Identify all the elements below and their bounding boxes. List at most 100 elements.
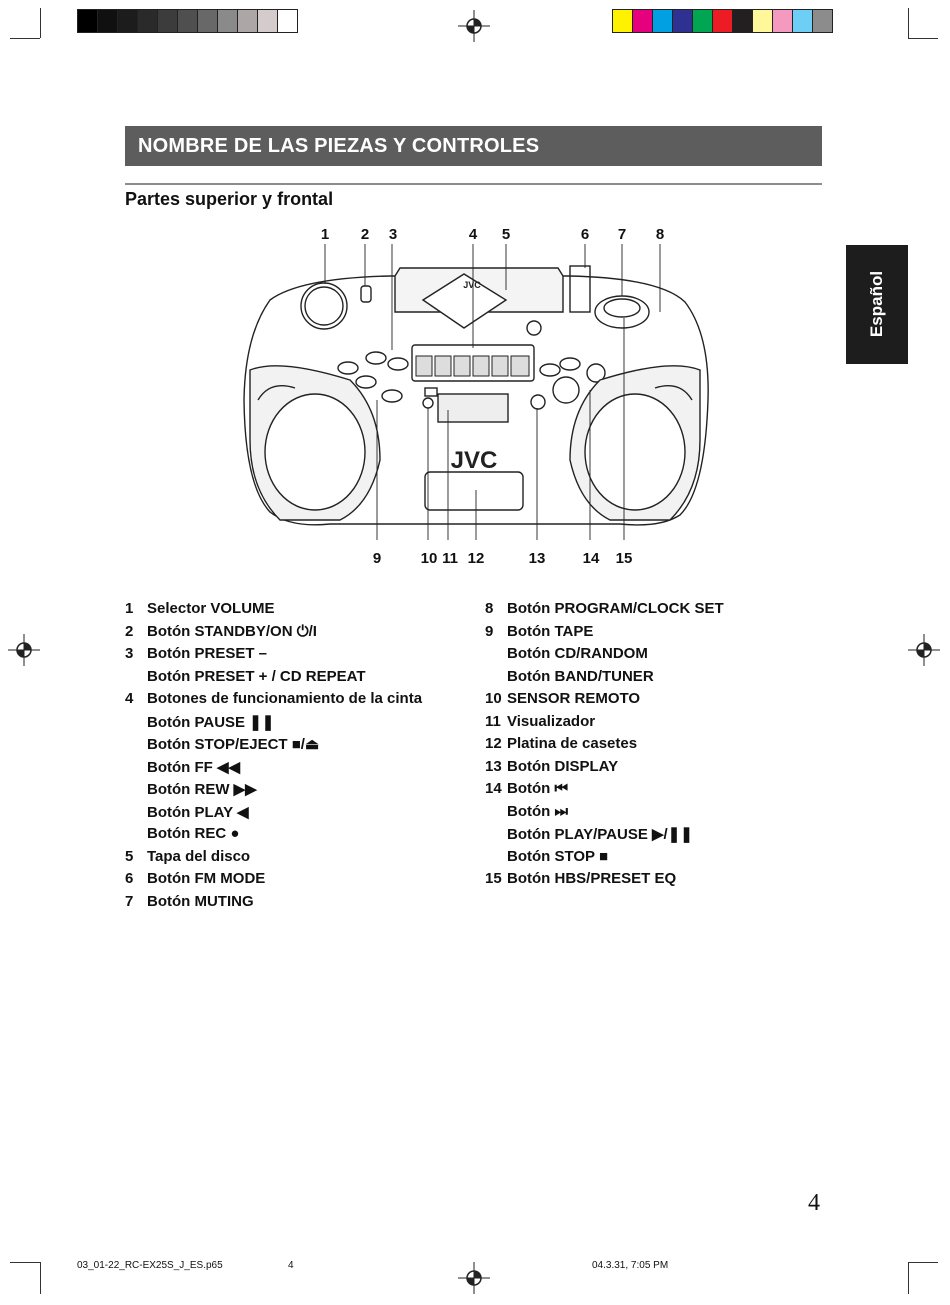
- color-swatch: [613, 10, 633, 32]
- item-text: Botón PRESET + / CD REPEAT: [147, 667, 366, 685]
- item-text: Botón STOP/EJECT ■/⏏: [147, 736, 320, 753]
- item-text: Botón PAUSE ❚❚: [147, 713, 275, 731]
- left-speaker: [249, 365, 381, 521]
- color-swatch: [753, 10, 773, 32]
- color-swatch: [793, 10, 813, 32]
- item-text: Botón PLAY ◀: [147, 803, 249, 821]
- color-swatch: [78, 10, 98, 32]
- leader-lines: [324, 244, 661, 540]
- item-text: Botón HBS/PRESET EQ: [507, 870, 677, 887]
- crop-mark: [908, 38, 938, 39]
- item-number: 5: [125, 847, 134, 865]
- item-text: Botón PRESET –: [147, 645, 268, 662]
- item-text: Botón CD/RANDOM: [507, 645, 648, 662]
- cd-buttons: [530, 357, 606, 410]
- section-banner: NOMBRE DE LAS PIEZAS Y CONTROLES: [125, 126, 822, 166]
- item-number: 14: [485, 780, 502, 797]
- language-tab: Español: [846, 245, 908, 364]
- item-text: Selector VOLUME: [147, 600, 275, 617]
- program-button: [594, 295, 650, 329]
- callout-number: 6: [580, 226, 590, 243]
- item-number: 11: [485, 712, 501, 730]
- item-number: 4: [125, 690, 134, 707]
- color-swatch: [673, 10, 693, 32]
- item-text: Botón STANDBY/ON ⏻/I: [147, 622, 317, 640]
- registration-mark-left: [8, 634, 40, 666]
- callout-number: 13: [528, 550, 546, 567]
- callout-number: 8: [655, 226, 665, 243]
- item-text: Botones de funcionamiento de la cinta: [147, 690, 423, 707]
- color-swatch-bar: [612, 9, 833, 33]
- boombox-body: [243, 275, 709, 526]
- color-swatch: [178, 10, 198, 32]
- color-swatch: [813, 10, 832, 32]
- color-swatch: [198, 10, 218, 32]
- color-swatch: [773, 10, 793, 32]
- item-number: 10: [485, 690, 502, 707]
- crop-mark: [40, 1262, 41, 1294]
- callout-number: 15: [615, 550, 633, 567]
- color-swatch: [633, 10, 653, 32]
- callout-number: 1: [320, 226, 330, 243]
- item-number: 7: [125, 892, 134, 910]
- item-number: 12: [485, 735, 502, 752]
- item-text: Botón FF ◀◀: [147, 758, 241, 776]
- page-number: 4: [808, 1190, 820, 1216]
- item-text: Botón ⏭: [507, 802, 568, 820]
- callout-number: 14: [582, 550, 600, 567]
- item-number: 1: [125, 600, 134, 617]
- color-swatch: [98, 10, 118, 32]
- footer-file: 03_01-22_RC-EX25S_J_ES.p65: [77, 1260, 223, 1271]
- item-text: Botón MUTING: [147, 892, 254, 910]
- item-text: Botón DISPLAY: [507, 757, 619, 775]
- color-swatch: [238, 10, 258, 32]
- item-number: 3: [125, 645, 134, 662]
- item-text: SENSOR REMOTO: [507, 690, 641, 707]
- color-swatch: [278, 10, 297, 32]
- item-text: Visualizador: [507, 712, 596, 730]
- color-swatch: [218, 10, 238, 32]
- item-text: Platina de casetes: [507, 735, 638, 752]
- callout-number: 9: [372, 550, 382, 567]
- registration-mark-right: [908, 634, 940, 666]
- color-swatch: [258, 10, 278, 32]
- crop-mark: [10, 1262, 40, 1263]
- callout-number: 5: [501, 226, 511, 243]
- color-swatch: [693, 10, 713, 32]
- footer-timestamp: 04.3.31, 7:05 PM: [592, 1260, 669, 1271]
- color-swatch: [118, 10, 138, 32]
- crop-mark: [908, 1262, 938, 1263]
- item-number: 8: [485, 600, 494, 617]
- section-title: NOMBRE DE LAS PIEZAS Y CONTROLES: [138, 135, 540, 157]
- callout-number: 12: [467, 550, 485, 567]
- registration-mark-bottom: [458, 1262, 490, 1294]
- color-swatch: [158, 10, 178, 32]
- volume-knob: [300, 282, 348, 330]
- display-window: [437, 393, 509, 423]
- item-text: Botón BAND/TUNER: [507, 667, 654, 685]
- item-number: 15: [485, 870, 502, 887]
- function-buttons: [337, 351, 409, 403]
- crop-mark: [908, 8, 909, 38]
- registration-mark-top: [458, 10, 490, 42]
- right-speaker: [569, 365, 701, 521]
- callout-number: 4: [468, 226, 478, 243]
- crop-mark: [10, 38, 40, 39]
- item-number: 6: [125, 870, 134, 887]
- color-swatch: [138, 10, 158, 32]
- color-swatch: [653, 10, 673, 32]
- brand-logo: JVC: [451, 447, 498, 474]
- item-text: Botón PROGRAM/CLOCK SET: [507, 600, 724, 617]
- item-text: Botón REW ▶▶: [147, 781, 257, 798]
- item-number: 2: [125, 622, 134, 640]
- item-text: Botón REC ●: [147, 825, 240, 842]
- item-text: Tapa del disco: [147, 847, 251, 865]
- divider: [125, 183, 822, 185]
- callout-number: 11: [442, 550, 458, 567]
- crop-mark: [40, 8, 41, 38]
- color-swatch: [733, 10, 753, 32]
- cassette-door: [424, 471, 524, 511]
- callout-number: 2: [360, 226, 370, 243]
- color-swatch: [713, 10, 733, 32]
- subsection-title: Partes superior y frontal: [125, 189, 334, 209]
